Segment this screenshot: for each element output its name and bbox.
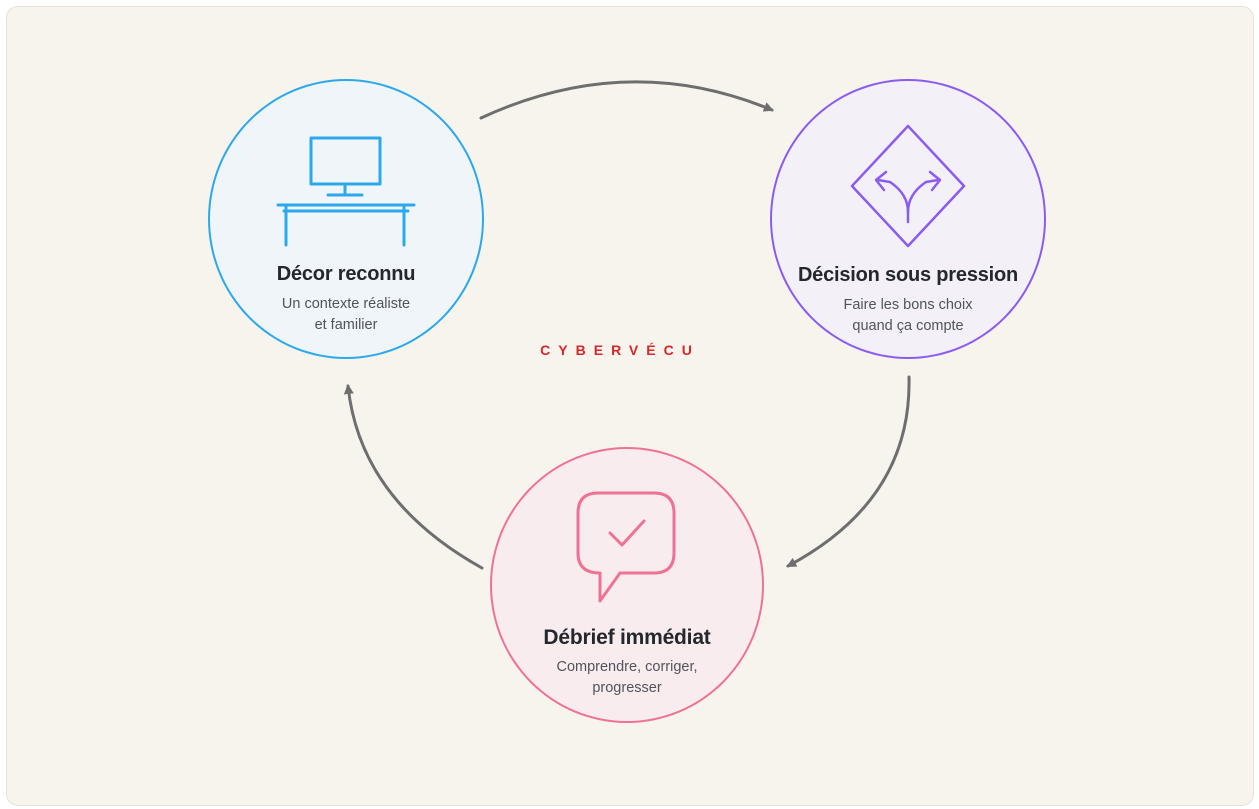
arrow-decision-to-debrief [786, 375, 911, 568]
subtitle-line: quand ça compte [852, 318, 964, 334]
subtitle-line: Faire les bons choix [843, 297, 973, 313]
node-title: Décision sous pression [797, 264, 1019, 286]
speech-check-icon [576, 491, 676, 603]
subtitle-line: progresser [592, 680, 662, 696]
subtitle-line: Un contexte réaliste [281, 296, 411, 312]
subtitle-line: et familier [314, 317, 378, 333]
node-decor-reconnu: Décor reconnu Un contexte réaliste et fa… [208, 79, 484, 359]
diverging-arrows-icon [850, 124, 966, 248]
subtitle-line: Comprendre, corriger, [556, 659, 698, 675]
node-subtitle: Faire les bons choix quand ça compte [772, 295, 1044, 337]
node-subtitle: Un contexte réaliste et familier [210, 294, 482, 336]
node-subtitle: Comprendre, corriger, progresser [492, 657, 762, 699]
node-title: Débrief immédiat [543, 626, 711, 649]
brand-wordmark: CYBERVÉCU [540, 342, 700, 358]
arrow-decor-to-decision [479, 80, 774, 120]
node-debrief-immediat: Débrief immédiat Comprendre, corriger, p… [490, 447, 764, 723]
node-decision-sous-pression: Décision sous pression Faire les bons ch… [770, 79, 1046, 359]
desk-monitor-icon [276, 136, 416, 247]
arrow-debrief-to-decor [343, 384, 484, 570]
node-title: Décor reconnu [276, 263, 416, 285]
